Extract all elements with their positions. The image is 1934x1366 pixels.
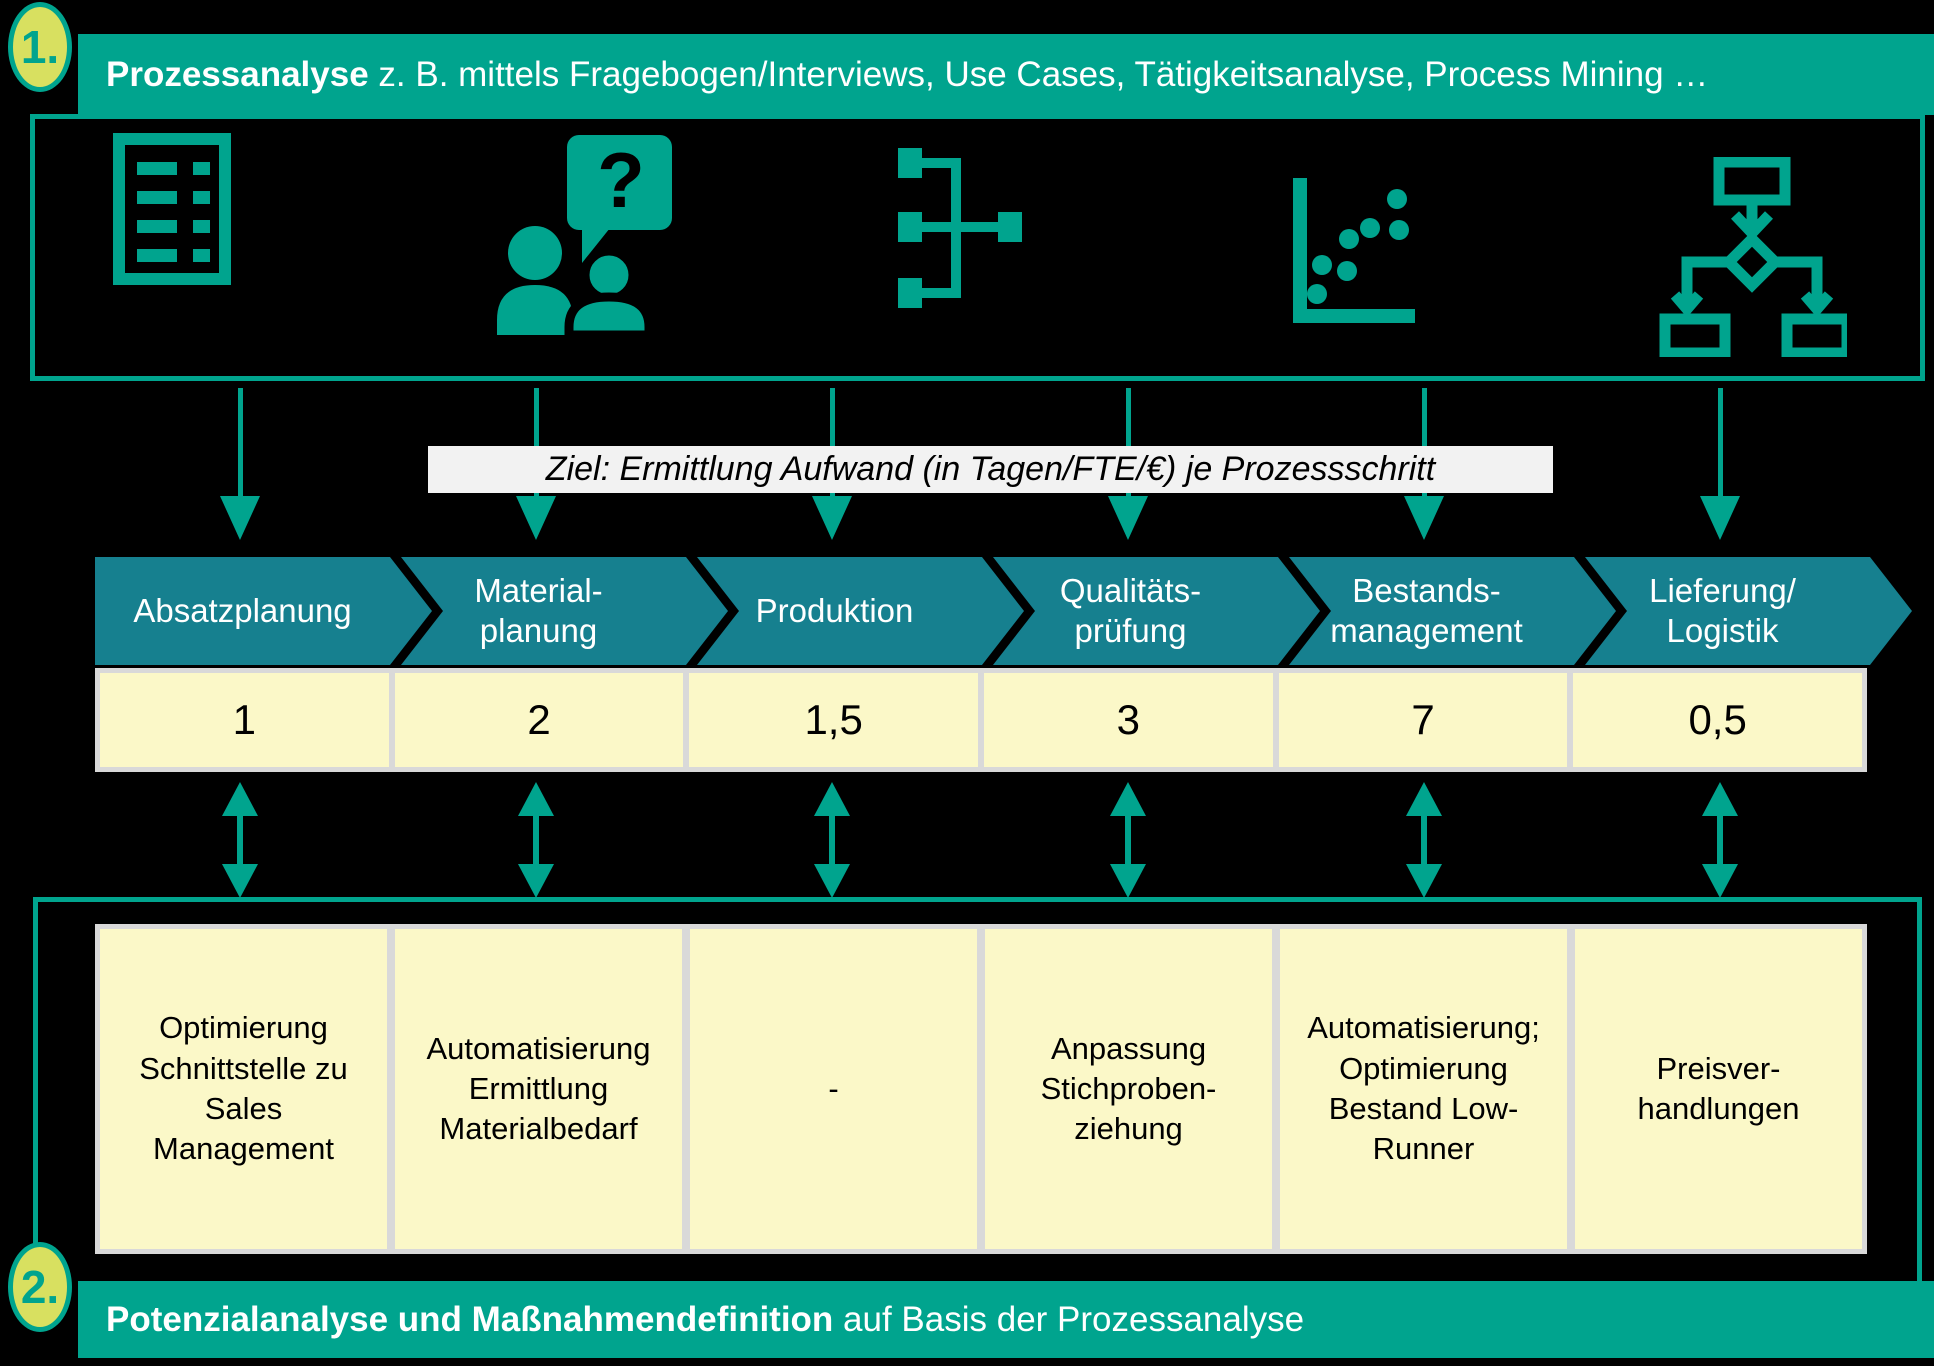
effort-value: 1,5 xyxy=(689,673,978,767)
process-flowchart-icon xyxy=(1657,157,1847,357)
arrow-head xyxy=(812,496,852,540)
arrow-head-up xyxy=(1702,782,1738,816)
arrow-head-down xyxy=(1702,864,1738,898)
step1-number: 1. xyxy=(20,21,60,73)
arrow-head xyxy=(220,496,260,540)
down-arrow xyxy=(516,388,556,540)
analysis-methods-box: ? xyxy=(30,114,1925,381)
goal-banner: Ziel: Ermittlung Aufwand (in Tagen/FTE/€… xyxy=(428,446,1553,493)
arrow-stem xyxy=(1125,812,1131,868)
down-arrow xyxy=(1700,388,1740,540)
arrow-head-down xyxy=(518,864,554,898)
arrow-head-up xyxy=(518,782,554,816)
double-arrow xyxy=(518,782,554,898)
down-arrow xyxy=(1404,388,1444,540)
down-arrow xyxy=(812,388,852,540)
question-mark-glyph: ? xyxy=(597,136,645,224)
arrow-head-down xyxy=(222,864,258,898)
use-case-hierarchy-icon xyxy=(898,148,1028,313)
arrow-stem xyxy=(533,812,539,868)
double-arrow xyxy=(1110,782,1146,898)
measure-cell: Automatisierung; Optimierung Bestand Low… xyxy=(1280,929,1567,1249)
arrow-head xyxy=(1108,496,1148,540)
effort-value: 7 xyxy=(1278,673,1568,767)
step2-footer-bar: Potenzialanalyse und Maßnahmendefinition… xyxy=(78,1281,1934,1358)
scatter-analysis-icon xyxy=(1293,173,1443,328)
step2-title-bold: Potenzialanalyse und Maßnahmendefinition xyxy=(106,1299,834,1339)
process-step-produktion: Produktion xyxy=(755,591,914,629)
process-step-materialplanung: Material- planung xyxy=(474,571,603,649)
arrow-head-up xyxy=(1406,782,1442,816)
step1-number-badge: 1. xyxy=(8,2,72,92)
step1-title: Prozessanalyse z. B. mittels Fragebogen/… xyxy=(78,55,1708,95)
arrow-head-down xyxy=(1110,864,1146,898)
process-chain-shapes xyxy=(95,557,1912,665)
double-arrow xyxy=(1702,782,1738,898)
step2-number: 2. xyxy=(20,1261,60,1313)
process-step-absatzplanung: Absatzplanung xyxy=(133,591,352,629)
process-chain: Absatzplanung Material- planung Produkti… xyxy=(95,557,1915,665)
arrow-stem xyxy=(1717,812,1723,868)
down-arrow xyxy=(220,388,260,540)
arrow-stem xyxy=(829,812,835,868)
step2-title-rest: auf Basis der Prozessanalyse xyxy=(833,1299,1305,1339)
effort-value: 3 xyxy=(983,673,1273,767)
measure-cell: Optimierung Schnittstelle zu Sales Manag… xyxy=(100,929,387,1249)
step1-header-bar: Prozessanalyse z. B. mittels Fragebogen/… xyxy=(78,34,1934,115)
measure-cell: - xyxy=(690,929,977,1249)
measures-row: Optimierung Schnittstelle zu Sales Manag… xyxy=(95,924,1867,1254)
effort-value: 2 xyxy=(394,673,684,767)
goal-banner-text: Ziel: Ermittlung Aufwand (in Tagen/FTE/€… xyxy=(545,450,1436,488)
double-arrow xyxy=(222,782,258,898)
down-arrow xyxy=(1108,388,1148,540)
step1-title-rest: z. B. mittels Fragebogen/Interviews, Use… xyxy=(368,54,1709,94)
process-step-bestandsmanagement: Bestands- management xyxy=(1330,571,1523,649)
arrow-stem xyxy=(1718,388,1723,500)
effort-value: 1 xyxy=(100,673,389,767)
arrow-head xyxy=(1404,496,1444,540)
measure-cell: Preisver- handlungen xyxy=(1575,929,1862,1249)
process-step-qualitaetspruefung: Qualitäts- prüfung xyxy=(1059,571,1202,649)
arrow-head-down xyxy=(814,864,850,898)
arrow-stem xyxy=(237,812,243,868)
arrow-head xyxy=(1700,496,1740,540)
double-arrow xyxy=(814,782,850,898)
arrow-head-up xyxy=(814,782,850,816)
arrow-stem xyxy=(1421,812,1427,868)
effort-value-row: 1 2 1,5 3 7 0,5 xyxy=(95,668,1867,772)
arrow-head xyxy=(516,496,556,540)
arrow-head-up xyxy=(1110,782,1146,816)
arrow-stem xyxy=(830,388,835,500)
measure-cell: Anpassung Stichproben- ziehung xyxy=(985,929,1272,1249)
step1-title-bold: Prozessanalyse xyxy=(106,54,369,94)
arrow-stem xyxy=(238,388,243,500)
interview-people-icon: ? xyxy=(497,135,672,335)
step2-number-badge: 2. xyxy=(8,1242,72,1332)
arrow-stem xyxy=(1126,388,1131,500)
arrow-head-down xyxy=(1406,864,1442,898)
arrow-stem xyxy=(534,388,539,500)
arrow-head-up xyxy=(222,782,258,816)
double-arrow xyxy=(1406,782,1442,898)
step2-title: Potenzialanalyse und Maßnahmendefinition… xyxy=(78,1300,1304,1340)
measure-cell: Automatisierung Ermittlung Materialbedar… xyxy=(395,929,682,1249)
process-step-lieferung-logistik: Lieferung/ Logistik xyxy=(1649,571,1796,649)
effort-value: 0,5 xyxy=(1573,673,1862,767)
questionnaire-form-icon xyxy=(113,133,231,285)
arrow-stem xyxy=(1422,388,1427,500)
